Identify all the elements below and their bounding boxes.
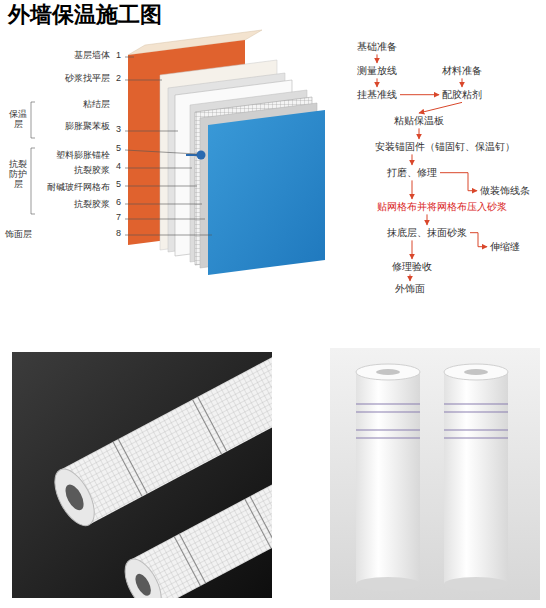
step-text: 做装饰线条: [480, 185, 530, 196]
flow-arrow: [419, 128, 420, 139]
process-step: 测量放线: [355, 64, 399, 77]
process-step: 粘贴保温板: [392, 114, 446, 127]
layer-label: 塑料膨胀锚栓: [38, 151, 110, 161]
flow-arrow: [377, 78, 378, 87]
step-text: 抹底层、抹面砂浆: [387, 227, 467, 238]
process-step: 基础准备: [355, 40, 399, 53]
flow-arrow: [440, 173, 477, 191]
flow-arrow: [412, 180, 413, 199]
callout-number: 6: [113, 198, 124, 208]
layer-label: 粘结层: [45, 100, 110, 110]
layer-label: 耐碱玻纤网格布: [36, 183, 110, 193]
process-step: 安装锚固件（锚固钉、保温钉）: [373, 140, 517, 153]
layer-label: 砂浆找平层: [45, 74, 110, 84]
flow-arrow: [410, 274, 411, 281]
flow-arrow: [470, 233, 487, 247]
step-text: 基础准备: [357, 41, 397, 52]
callout-number: 7: [113, 213, 124, 223]
layer-label: 基层墙体: [45, 51, 110, 61]
flow-arrow: [412, 240, 413, 259]
flow-arrow: [400, 94, 439, 95]
flow-arrow: [419, 102, 462, 113]
step-text: 安装锚固件（锚固钉、保温钉）: [375, 141, 515, 152]
layer-label: 饰面层: [2, 230, 34, 240]
step-text: 粘贴保温板: [394, 115, 444, 126]
callout-number: 8: [113, 229, 124, 239]
step-text: 打磨、修理: [387, 167, 437, 178]
flow-arrow: [427, 214, 428, 225]
process-step: 做装饰线条: [478, 184, 532, 197]
layer-label: 抗裂胶浆: [45, 166, 110, 176]
layer-label: 保温层: [8, 110, 28, 130]
flow-arrow: [462, 78, 463, 87]
flow-arrow: [412, 154, 413, 165]
step-text: 外饰面: [395, 283, 425, 294]
process-step: 外饰面: [393, 282, 427, 295]
callout-number: 2: [113, 74, 124, 84]
flow-arrow: [377, 54, 378, 63]
process-step: 贴网格布并将网格布压入砂浆: [375, 200, 509, 213]
step-text: 测量放线: [357, 65, 397, 76]
callout-number: 1: [113, 51, 124, 61]
step-text: 伸缩缝: [490, 241, 520, 252]
callout-number: 5: [113, 180, 124, 190]
callout-number: 5: [113, 144, 124, 154]
process-step: 配胶粘剂: [440, 88, 484, 101]
process-step: 伸缩缝: [488, 240, 522, 253]
step-text: 贴网格布并将网格布压入砂浆: [377, 201, 507, 212]
layer-label: 膨胀聚苯板: [45, 122, 110, 132]
layer-label: 抗裂防护层: [8, 160, 28, 190]
process-step: 抹底层、抹面砂浆: [385, 226, 469, 239]
step-text: 配胶粘剂: [442, 89, 482, 100]
process-step: 材料准备: [440, 64, 484, 77]
step-text: 修理验收: [392, 261, 432, 272]
step-text: 挂基准线: [357, 89, 397, 100]
callout-number: 4: [113, 162, 124, 172]
layer-label: 抗裂胶浆: [45, 200, 110, 210]
step-text: 材料准备: [442, 65, 482, 76]
process-step: 挂基准线: [355, 88, 399, 101]
process-step: 修理验收: [390, 260, 434, 273]
page-title: 外墙保温施工图: [8, 0, 162, 30]
process-step: 打磨、修理: [385, 166, 439, 179]
callout-number: 3: [113, 125, 124, 135]
